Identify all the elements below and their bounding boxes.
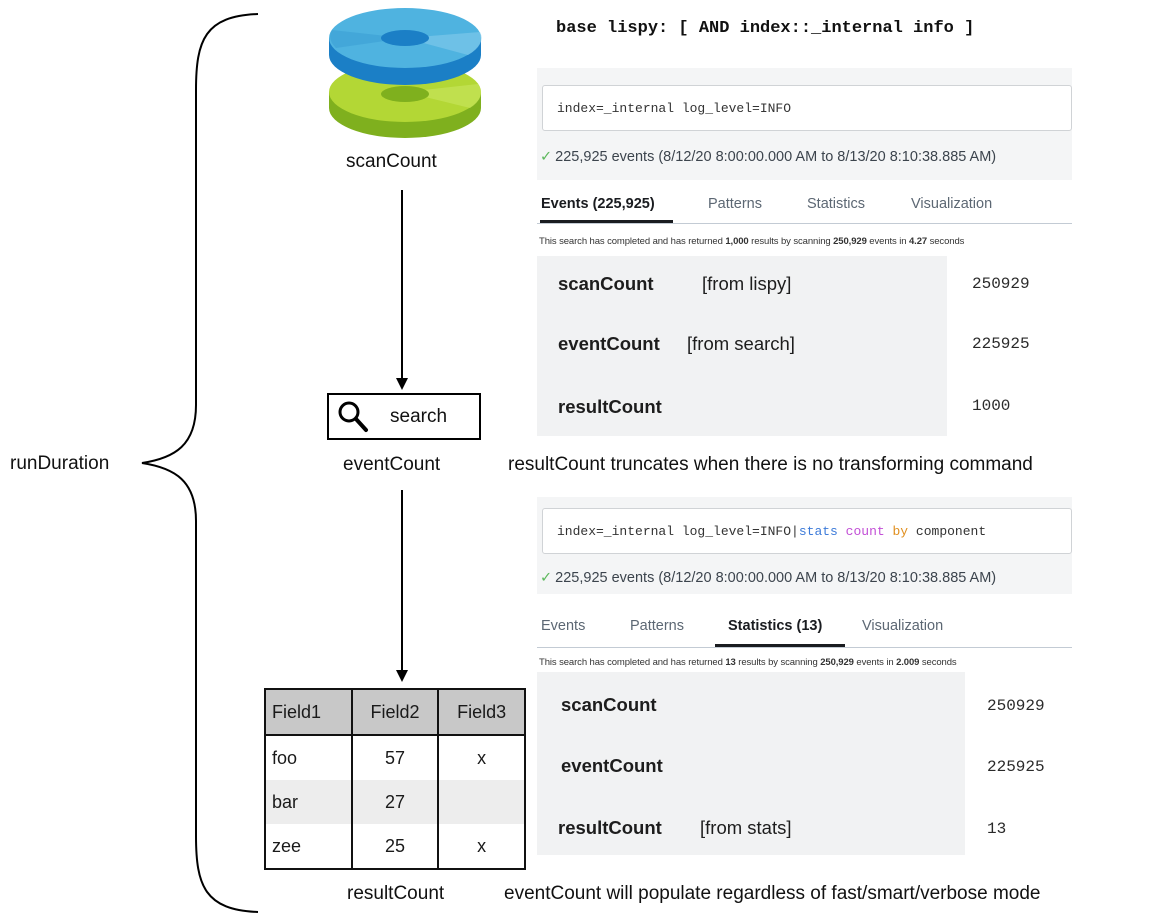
panel1-search-input[interactable]: index=_internal log_level=INFO [542, 85, 1072, 131]
table-cell: x [437, 735, 526, 780]
panel1-metric-note: [from lispy] [702, 273, 792, 294]
panel2-metric-name: scanCount [561, 694, 657, 715]
panel1-tab-events[interactable]: Events (225,925) [541, 196, 655, 212]
panel2-tab-statistics[interactable]: Statistics (13) [728, 618, 823, 634]
table-row: foo 57 x [264, 735, 526, 780]
scan-count-label: scanCount [346, 151, 437, 172]
panel2-metric-value: 250929 [987, 697, 1045, 715]
table-header-cell: Field1 [264, 689, 353, 736]
panel2-search-input[interactable]: index=_internal log_level=INFO|stats cou… [542, 508, 1072, 554]
run-duration-brace [141, 13, 259, 913]
panel1-status: ✓225,925 events (8/12/20 8:00:00.000 AM … [540, 149, 997, 165]
table-cell: 25 [350, 824, 440, 869]
panel1-metric-name: eventCount [558, 333, 660, 354]
table-row: zee 25 x [264, 824, 526, 869]
panel2-tab-visualization[interactable]: Visualization [862, 618, 944, 634]
panel2-metric-note: [from stats] [700, 817, 792, 838]
panel2-tab-divider [537, 647, 1072, 648]
panel1-tab-statistics[interactable]: Statistics [807, 196, 866, 212]
check-icon: ✓ [540, 149, 553, 165]
panel2-metric-value: 225925 [987, 758, 1045, 776]
panel1-metrics-bg [537, 256, 947, 436]
panel1-metric-name: scanCount [558, 273, 654, 294]
panel2-active-tab-indicator [715, 644, 845, 647]
caption-truncates: resultCount truncates when there is no t… [508, 454, 1033, 475]
caption-populate: eventCount will populate regardless of f… [504, 883, 1041, 904]
table-cell: bar [264, 780, 353, 824]
lispy-text: base lispy: [ AND index::_internal info … [556, 19, 975, 38]
table-row: bar 27 [264, 780, 526, 824]
panel1-metric-value: 225925 [972, 335, 1030, 353]
result-table: Field1 Field2 Field3 foo 57 x bar 27 zee… [264, 688, 526, 870]
table-cell: zee [264, 824, 353, 869]
table-cell: 57 [350, 735, 440, 780]
magnifier-icon [338, 401, 368, 432]
panel1-active-tab-indicator [540, 220, 673, 223]
panel1-metric-name: resultCount [558, 396, 662, 417]
table-cell [437, 780, 526, 824]
panel2-tab-events[interactable]: Events [541, 618, 586, 634]
table-cell: 27 [350, 780, 440, 824]
panel1-tab-patterns[interactable]: Patterns [708, 196, 762, 212]
panel1-completed-message: This search has completed and has return… [539, 236, 965, 247]
table-header-row: Field1 Field2 Field3 [264, 689, 526, 736]
run-duration-label: runDuration [10, 453, 110, 474]
search-box [327, 393, 481, 440]
result-count-label: resultCount [347, 883, 445, 904]
table-header-cell: Field2 [350, 689, 440, 736]
panel1-tab-divider [537, 223, 1072, 224]
table-header-cell: Field3 [437, 689, 526, 736]
blue-disk-icon [329, 8, 482, 85]
panel2-status: ✓225,925 events (8/12/20 8:00:00.000 AM … [540, 570, 997, 586]
panel1-metric-note: [from search] [687, 333, 795, 354]
search-box-label: search [390, 406, 448, 427]
panel2-metric-name: resultCount [558, 817, 662, 838]
panel1-tab-visualization[interactable]: Visualization [911, 196, 993, 212]
table-cell: foo [264, 735, 353, 780]
panel2-metric-name: eventCount [561, 755, 663, 776]
panel2-completed-message: This search has completed and has return… [539, 657, 957, 668]
panel2-metrics-bg [537, 672, 965, 855]
panel2-tab-patterns[interactable]: Patterns [630, 618, 684, 634]
panel1-metric-value: 250929 [972, 275, 1030, 293]
check-icon: ✓ [540, 570, 553, 586]
panel2-metric-value: 13 [987, 820, 1007, 838]
table-cell: x [437, 824, 526, 869]
panel1-metric-value: 1000 [972, 397, 1011, 415]
event-count-label: eventCount [343, 454, 441, 475]
